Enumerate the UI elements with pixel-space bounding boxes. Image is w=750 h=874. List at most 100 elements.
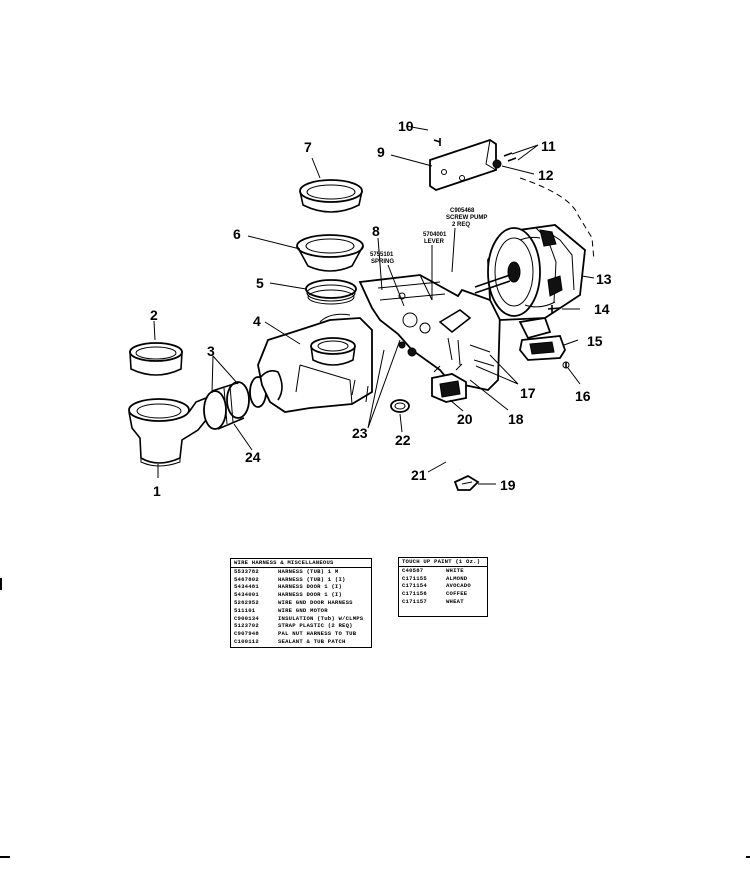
part-number: 5262952	[234, 598, 259, 606]
part-8-bracket	[351, 274, 501, 403]
part-number: 5533782	[234, 567, 259, 575]
callout-12: 12	[538, 167, 554, 183]
part-description: STRAP PLASTIC (2 REQ)	[278, 622, 353, 630]
part-12-nut	[492, 159, 502, 169]
note-screw-pump-label: SCREW PUMP	[446, 215, 487, 221]
callout-19: 19	[500, 477, 516, 493]
part-number: C171156	[402, 590, 427, 598]
callout-10: 10	[398, 118, 414, 134]
table-row: 5434481 HARNESS DOOR 1 (I)	[231, 583, 371, 591]
part-19-clip	[453, 474, 480, 491]
table-row: C900134 INSULATION (Tub) W/CLMPS	[231, 615, 371, 623]
table-row: 5123702 STRAP PLASTIC (2 REQ)	[231, 622, 371, 630]
callout-20: 20	[457, 411, 473, 427]
part-description: SEALANT & TUB PATCH	[278, 637, 346, 645]
table-row: C171157 WHEAT	[399, 598, 487, 606]
callout-21: 21	[411, 467, 427, 483]
edge-mark	[0, 578, 2, 590]
part-number: C171155	[402, 574, 427, 582]
note-lever-label: LEVER	[424, 239, 445, 245]
part-description: AVOCADO	[446, 582, 471, 590]
callout-23: 23	[352, 425, 368, 441]
part-description: HARNESS DOOR 1 (I)	[278, 591, 343, 599]
part-description: PAL NUT HARNESS TO TUB	[278, 630, 357, 638]
part-number: 5434001	[234, 591, 259, 599]
note-screw-pump-qty: 2 REQ	[452, 222, 470, 228]
table-row: 5434001 HARNESS DOOR 1 (I)	[231, 591, 371, 599]
part-number: C171157	[402, 597, 427, 605]
paint-table-title: TOUCH UP PAINT (1 Oz.)	[399, 558, 487, 567]
part-13-motor	[474, 224, 586, 321]
wire-table-rows: 5533782 HARNESS (TUB) 1 M 5467802 HARNESS (…	[231, 568, 371, 646]
part-description: WIRE GND MOTOR	[278, 606, 328, 614]
table-row: C907948 PAL NUT HARNESS TO TUB	[231, 630, 371, 638]
table-row: 511101 WIRE GND MOTOR	[231, 607, 371, 615]
part-description: HARNESS DOOR 1 (I)	[278, 583, 343, 591]
part-description: WHEAT	[446, 597, 464, 605]
part-5-seal	[305, 279, 357, 305]
part-description: COFFEE	[446, 590, 468, 598]
callout-7: 7	[304, 139, 312, 155]
callout-8: 8	[372, 223, 380, 239]
part-description: INSULATION (Tub) W/CLMPS	[278, 614, 364, 622]
note-screw-pump-code: C905468	[450, 208, 475, 214]
part-22-clamp	[390, 399, 410, 413]
callout-9: 9	[377, 144, 385, 160]
part-number: 5434481	[234, 583, 259, 591]
part-9-plate	[429, 139, 497, 191]
callout-3: 3	[207, 343, 215, 359]
part-number: C907948	[234, 630, 259, 638]
part-14-screw	[547, 305, 561, 313]
table-row: 5467802 HARNESS (TUB) 1 (I)	[231, 576, 371, 584]
callout-16: 16	[575, 388, 591, 404]
callout-5: 5	[256, 275, 264, 291]
note-lever-code: 5704001	[423, 232, 447, 238]
table-row: 5533782 HARNESS (TUB) 1 M	[231, 568, 371, 576]
part-11-screws	[503, 152, 517, 162]
part-1-elbow	[128, 397, 211, 467]
part-number: C900134	[234, 614, 259, 622]
callout-13: 13	[596, 271, 612, 287]
part-24-hose	[203, 376, 267, 430]
callout-17: 17	[520, 385, 536, 401]
callout-14: 14	[594, 301, 610, 317]
part-number: C100112	[234, 637, 259, 645]
callout-4: 4	[253, 313, 261, 329]
note-spring-label: SPRING	[371, 259, 394, 265]
callout-6: 6	[233, 226, 241, 242]
part-description: HARNESS (TUB) 1 M	[278, 567, 339, 575]
table-row: C100112 SEALANT & TUB PATCH	[231, 638, 371, 646]
callout-24: 24	[245, 449, 261, 465]
table-row: C171156 COFFEE	[399, 590, 487, 598]
callout-1: 1	[153, 483, 161, 499]
part-number: 511101	[234, 606, 256, 614]
part-7-ring	[299, 179, 363, 213]
edge-mark	[0, 856, 10, 858]
callout-22: 22	[395, 432, 411, 448]
part-16-screw	[562, 361, 570, 369]
part-number: 5467802	[234, 575, 259, 583]
part-description: WIRE GND DOOR HARNESS	[278, 598, 353, 606]
part-21-hose	[410, 407, 463, 472]
table-row: C171155 ALMOND	[399, 575, 487, 583]
part-description: HARNESS (TUB) 1 (I)	[278, 575, 346, 583]
part-description: ALMOND	[446, 574, 468, 582]
part-4-pump-housing	[257, 313, 373, 413]
edge-mark	[746, 856, 750, 858]
part-number: 5123702	[234, 622, 259, 630]
part-description: WHITE	[446, 566, 464, 574]
callout-2: 2	[150, 307, 158, 323]
part-2-ring	[129, 342, 183, 376]
callout-11: 11	[541, 138, 556, 154]
part-number: C40587	[402, 566, 424, 574]
note-spring-code: 5755101	[370, 252, 394, 258]
part-15-switch	[518, 316, 566, 361]
wire-table-title: WIRE HARNESS & MISCELLANEOUS	[231, 559, 371, 568]
callout-18: 18	[508, 411, 524, 427]
